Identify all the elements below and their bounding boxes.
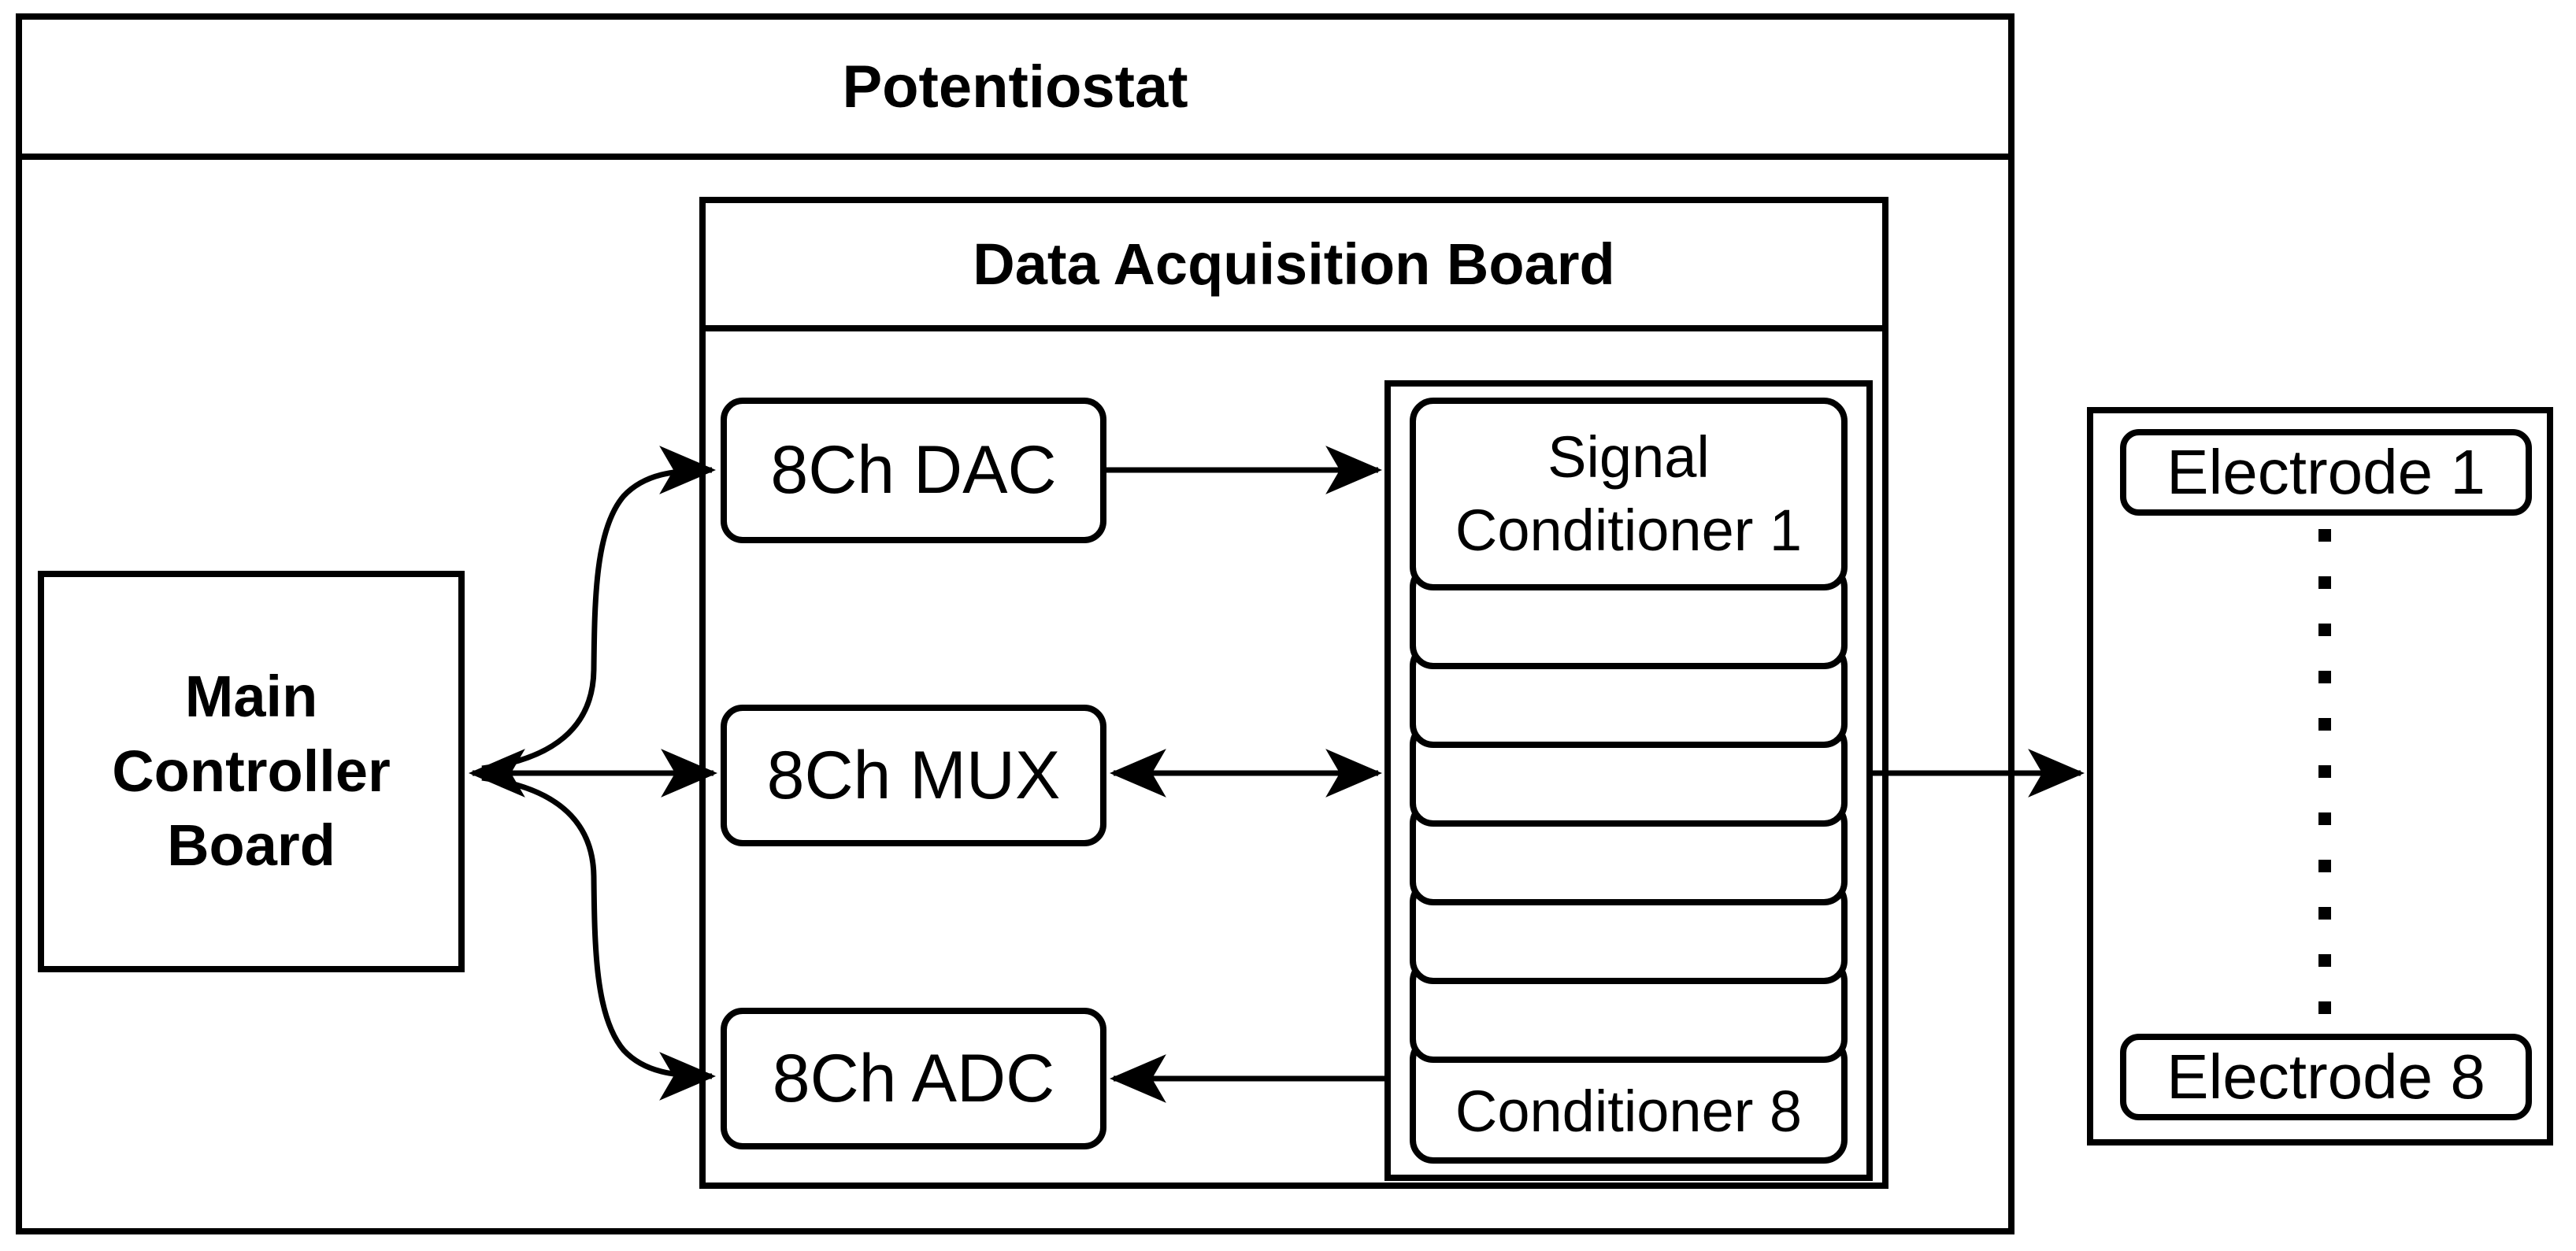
electrode-8: Electrode 8 xyxy=(2120,1034,2532,1120)
signal-conditioner-1-label: Signal Conditioner 1 xyxy=(1455,424,1803,563)
dac-label: 8Ch DAC xyxy=(770,432,1057,508)
adc-label: 8Ch ADC xyxy=(772,1040,1055,1116)
signal-conditioner-1: Signal Conditioner 1 xyxy=(1410,398,1848,590)
signal-conditioner-8-label: Conditioner 8 xyxy=(1455,1078,1803,1144)
main-controller-board-box: Main Controller Board xyxy=(38,571,465,972)
mux-label: 8Ch MUX xyxy=(766,737,1061,813)
dac-block: 8Ch DAC xyxy=(721,398,1106,543)
potentiostat-title: Potentiostat xyxy=(842,53,1188,120)
electrode-1: Electrode 1 xyxy=(2120,429,2532,516)
mux-block: 8Ch MUX xyxy=(721,705,1106,846)
electrode-1-label: Electrode 1 xyxy=(2166,437,2485,507)
main-controller-board-label: Main Controller Board xyxy=(112,663,391,879)
adc-block: 8Ch ADC xyxy=(721,1008,1106,1149)
electrode-8-label: Electrode 8 xyxy=(2166,1042,2485,1112)
potentiostat-title-bar: Potentiostat xyxy=(22,20,2008,160)
daq-title-bar: Data Acquisition Board xyxy=(706,203,1882,331)
daq-title: Data Acquisition Board xyxy=(973,231,1615,297)
